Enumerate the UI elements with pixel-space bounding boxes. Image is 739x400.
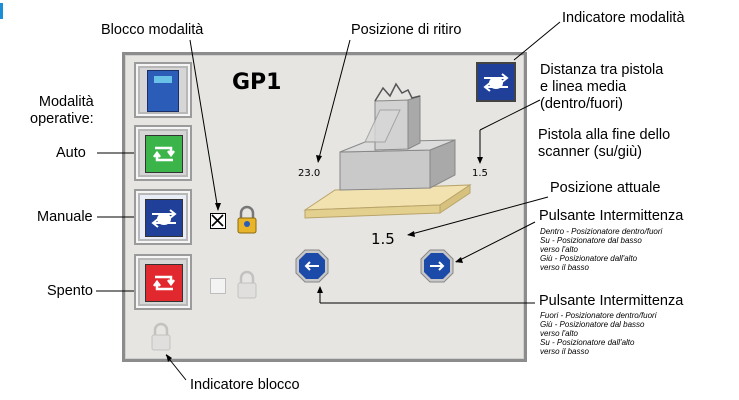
panel-title: GP1 <box>232 70 282 95</box>
operating-modes-label: Modalità operative: <box>30 94 94 127</box>
off-mode-button[interactable] <box>134 254 192 310</box>
jog-button-label: Pulsante Intermittenza <box>539 208 684 224</box>
door-button[interactable] <box>134 62 192 118</box>
off-lock-checkbox[interactable] <box>210 278 226 294</box>
mode-indicator-label: Indicatore modalità <box>562 10 685 26</box>
manual-mode-button[interactable] <box>134 189 192 245</box>
auto-mode-button[interactable] <box>134 125 192 181</box>
padlock-disabled-icon <box>236 270 258 305</box>
jog-out-notes: Fuori - Posizionatore dentro/fuori Giù -… <box>540 311 657 356</box>
distance-label: Distanza tra pistola e linea media (dent… <box>540 62 664 112</box>
accent-bar <box>0 3 3 19</box>
current-position-value: 1.5 <box>371 230 395 248</box>
auto-label: Auto <box>56 145 86 161</box>
retreat-position-value: 23.0 <box>298 168 321 179</box>
manual-label: Manuale <box>37 209 93 225</box>
manual-lock-checkbox[interactable] <box>210 213 226 229</box>
lock-indicator-label: Indicatore blocco <box>190 377 300 393</box>
arrow-right-icon <box>420 249 454 283</box>
mode-indicator-icon <box>476 62 516 102</box>
jog-button-label-2: Pulsante Intermittenza <box>539 293 684 309</box>
off-label: Spento <box>47 283 93 299</box>
padlock-icon <box>236 205 258 240</box>
jog-in-notes: Dentro - Posizionatore dentro/fuori Su -… <box>540 227 663 272</box>
gun-distance-value: 1.5 <box>472 168 488 179</box>
auto-cycle-icon <box>145 135 183 173</box>
lock-indicator-icon <box>150 322 172 357</box>
current-position-label: Posizione attuale <box>550 180 661 196</box>
door-icon <box>147 70 179 112</box>
off-cycle-icon <box>145 264 183 302</box>
gun-end-label: Pistola alla fine dello scanner (su/giù) <box>538 127 671 160</box>
jog-out-button[interactable] <box>295 249 329 283</box>
jog-in-button[interactable] <box>420 249 454 283</box>
retreat-position-label: Posizione di ritiro <box>351 22 462 38</box>
mode-lock-label: Blocco modalità <box>101 22 204 38</box>
manual-hand-icon <box>145 199 183 237</box>
arrow-left-icon <box>295 249 329 283</box>
